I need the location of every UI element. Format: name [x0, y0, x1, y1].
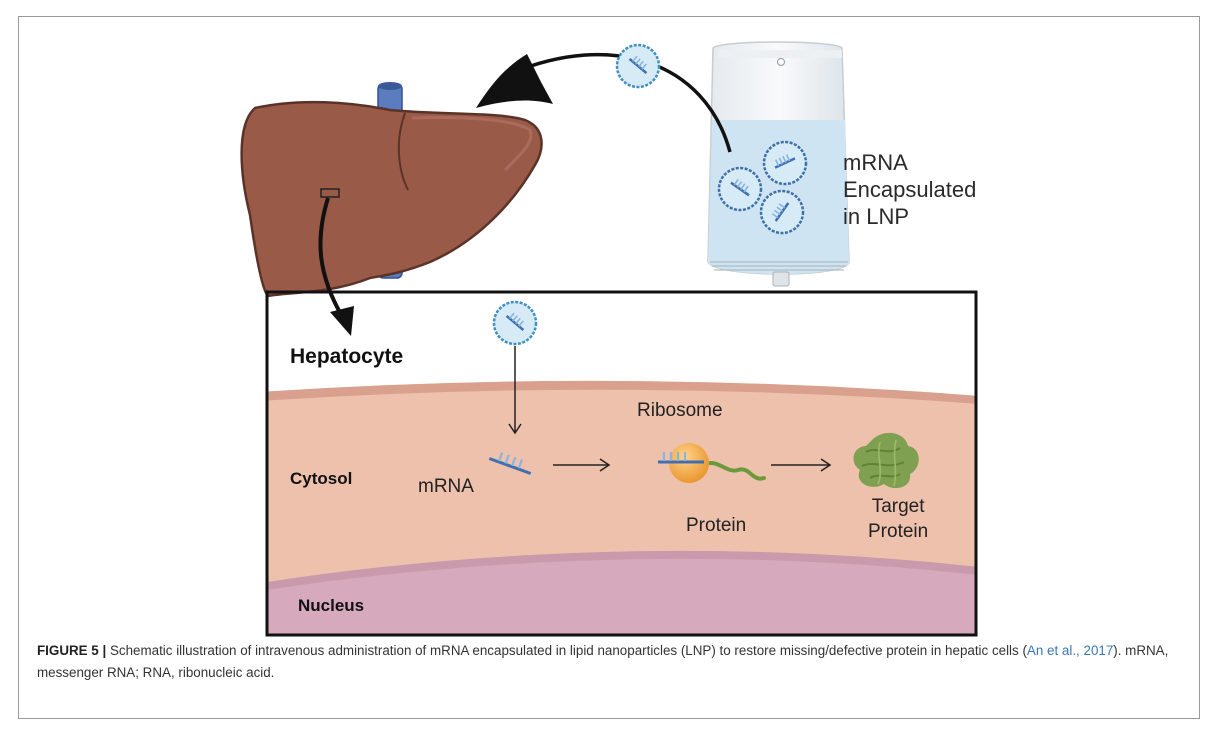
figure-caption: FIGURE 5 | Schematic illustration of int… — [37, 640, 1187, 684]
mrna-on-ribosome — [658, 452, 704, 464]
liver-body — [240, 100, 543, 298]
figure-label: FIGURE 5 | — [37, 643, 107, 658]
lnp-label: mRNA Encapsulated in LNP — [843, 149, 976, 230]
cell-membrane — [267, 380, 976, 404]
target-protein-label-line-2: Protein — [868, 521, 929, 542]
entry-arrow — [508, 346, 522, 435]
mrna-strand — [488, 452, 532, 475]
lnp-particle-bag-3 — [759, 189, 805, 235]
cytosol-label: Cytosol — [290, 469, 353, 488]
lnp-particle-cell — [492, 300, 538, 346]
ribosome-label: Ribosome — [637, 400, 723, 421]
target-protein-label: Target Protein — [868, 494, 928, 544]
protein-label: Protein — [686, 515, 747, 536]
lnp-label-line-3: in LNP — [843, 204, 910, 229]
nucleus-label: Nucleus — [298, 596, 365, 615]
caption-citation-link[interactable]: An et al., 2017 — [1026, 643, 1114, 658]
zoom-region-marker — [320, 188, 340, 198]
mrna-label: mRNA — [418, 476, 474, 497]
iv-bag-port — [772, 271, 790, 287]
figure-frame — [18, 16, 1200, 719]
lnp-particle-transit — [615, 43, 661, 89]
folding-arrow — [771, 458, 832, 472]
translation-arrow — [553, 458, 611, 472]
cell-box-border — [265, 290, 978, 637]
hepatocyte-label: Hepatocyte — [290, 345, 404, 368]
nuclear-envelope — [267, 550, 976, 592]
zoom-arrow — [318, 197, 345, 320]
nascent-protein-chain — [700, 460, 766, 481]
liver — [240, 82, 543, 298]
lnp-label-line-1: mRNA — [843, 150, 908, 175]
infusion-arrowhead — [476, 54, 553, 108]
zoom-arrowhead — [330, 306, 354, 336]
target-protein-label-line-1: Target — [871, 496, 925, 517]
lnp-label-line-2: Encapsulated — [843, 177, 977, 202]
caption-text-1: Schematic illustration of intravenous ad… — [106, 643, 1027, 658]
lnp-particle-bag-1 — [762, 140, 808, 186]
target-protein — [853, 432, 919, 489]
caption-text-2: ). mRNA, messenger RNA; RNA, ribonucleic… — [37, 643, 1169, 680]
iv-bag-ribbing — [710, 261, 848, 271]
nucleus-region — [267, 558, 976, 635]
liver-lobe-line — [397, 112, 409, 191]
lnp-particle-bag-2 — [717, 166, 763, 212]
